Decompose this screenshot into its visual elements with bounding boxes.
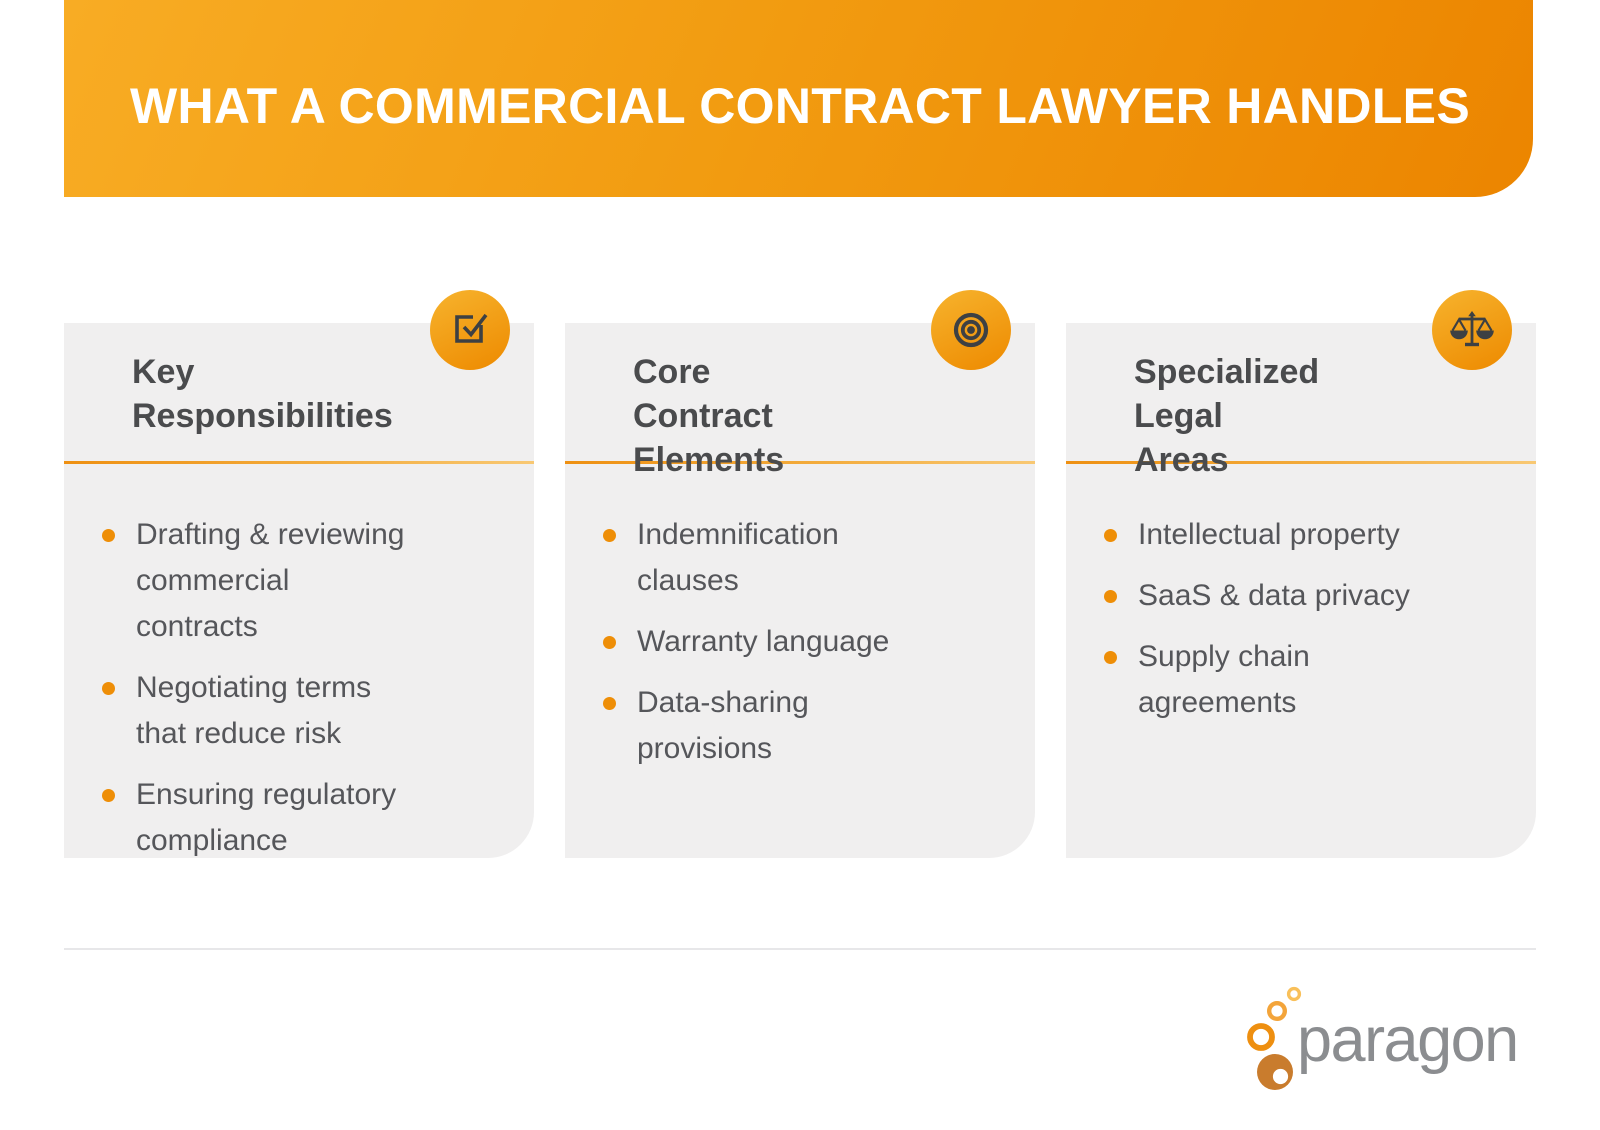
bullet-dot — [603, 529, 616, 542]
footer-divider — [64, 948, 1536, 950]
bullet-dot — [1104, 590, 1117, 603]
paragon-logo: paragon — [1228, 973, 1538, 1098]
card-badge — [931, 290, 1011, 370]
card-specialized-legal-areas: Specialized Legal Areas Intellectual pro… — [1066, 290, 1536, 858]
card-separator — [565, 461, 1035, 464]
list-item: Supply chain agreements — [1104, 634, 1516, 726]
bullet-dot — [102, 789, 115, 802]
bullet-dot — [603, 636, 616, 649]
header-banner: WHAT A COMMERCIAL CONTRACT LAWYER HANDLE… — [64, 0, 1533, 197]
scales-of-justice-icon — [1449, 307, 1495, 353]
card-list: Drafting & reviewing commercial contract… — [64, 464, 534, 864]
card-title: Key Responsibilities — [132, 353, 393, 435]
card-list: Indemnification clauses Warranty languag… — [565, 464, 1035, 772]
paragon-logo-mark — [1247, 986, 1302, 1090]
card-separator — [64, 461, 534, 464]
list-item-text: Intellectual property — [1138, 518, 1400, 551]
list-item: Drafting & reviewing commercial contract… — [102, 512, 514, 650]
list-item: Intellectual property — [1104, 512, 1516, 558]
list-item-text: SaaS & data privacy — [1138, 579, 1410, 612]
bullet-dot — [102, 682, 115, 695]
card-badge — [1432, 290, 1512, 370]
bullet-dot — [1104, 529, 1117, 542]
bullseye-target-icon — [948, 307, 994, 353]
list-item: Warranty language — [603, 619, 1015, 665]
card-title: Specialized Legal Areas — [1134, 353, 1320, 479]
bullet-dot — [102, 529, 115, 542]
checkbox-check-icon — [448, 308, 492, 352]
card-separator — [1066, 461, 1536, 464]
list-item: Ensuring regulatory compliance — [102, 772, 514, 864]
list-item-text: Negotiating terms that reduce risk — [136, 671, 372, 750]
card-list: Intellectual property SaaS & data privac… — [1066, 464, 1536, 726]
list-item-text: Supply chain agreements — [1138, 640, 1310, 719]
list-item-text: Ensuring regulatory compliance — [136, 778, 397, 857]
card-key-responsibilities: Key Responsibilities Drafting & reviewin… — [64, 290, 534, 858]
paragon-logo-text: paragon — [1297, 1005, 1518, 1075]
card-core-contract-elements: Core Contract Elements Indemnification c… — [565, 290, 1035, 858]
list-item: Data-sharing provisions — [603, 680, 1015, 772]
list-item-text: Indemnification clauses — [637, 518, 839, 597]
cards-row: Key Responsibilities Drafting & reviewin… — [64, 290, 1536, 858]
list-item: Indemnification clauses — [603, 512, 1015, 604]
card-title: Core Contract Elements — [633, 353, 785, 479]
list-item-text: Data-sharing provisions — [637, 686, 809, 765]
bullet-dot — [1104, 651, 1117, 664]
page-title: WHAT A COMMERCIAL CONTRACT LAWYER HANDLE… — [130, 77, 1470, 134]
bullet-dot — [603, 697, 616, 710]
card-badge — [430, 290, 510, 370]
list-item: SaaS & data privacy — [1104, 573, 1516, 619]
list-item: Negotiating terms that reduce risk — [102, 665, 514, 757]
list-item-text: Warranty language — [637, 625, 890, 658]
list-item-text: Drafting & reviewing commercial contract… — [136, 518, 405, 643]
